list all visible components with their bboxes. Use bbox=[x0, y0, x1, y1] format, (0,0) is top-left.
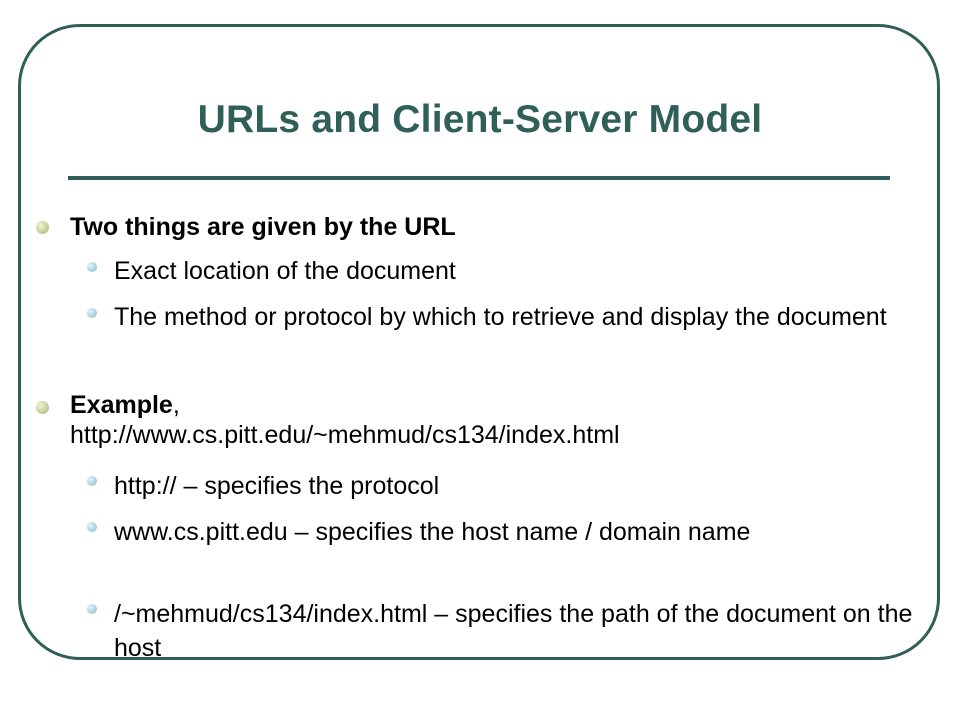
sub-bullet-text: Exact location of the document bbox=[114, 257, 456, 285]
bullet-heading: Two things are given by the URL bbox=[70, 213, 456, 241]
example-bullet: Example, http://www.cs.pitt.edu/~mehmud/… bbox=[70, 390, 930, 450]
example-url: http://www.cs.pitt.edu/~mehmud/cs134/ind… bbox=[70, 421, 620, 449]
slide-frame bbox=[18, 24, 940, 660]
sub-bullet-text: www.cs.pitt.edu – specifies the host nam… bbox=[114, 518, 751, 546]
bullet-dot bbox=[36, 401, 49, 414]
example-comma: , bbox=[172, 391, 180, 419]
example-label: Example bbox=[70, 391, 173, 419]
sub-bullet-dot bbox=[87, 604, 97, 614]
sub-bullet-text: /~mehmud/cs134/index.html – specifies th… bbox=[114, 600, 913, 660]
sub-bullet-dot bbox=[87, 262, 97, 272]
title-underline bbox=[68, 176, 890, 180]
sub-bullet-text: The method or protocol by which to retri… bbox=[114, 303, 887, 331]
sub-bullet-dot bbox=[87, 522, 97, 532]
slide-title: URLs and Client-Server Model bbox=[197, 98, 763, 141]
slide-content: Two things are given by the URL Exact lo… bbox=[36, 213, 930, 660]
sub-bullet-text: http:// – specifies the protocol bbox=[114, 472, 440, 500]
sub-bullet-dot bbox=[87, 476, 97, 486]
sub-bullet-dot bbox=[87, 308, 97, 318]
bullet-dot bbox=[36, 221, 49, 234]
